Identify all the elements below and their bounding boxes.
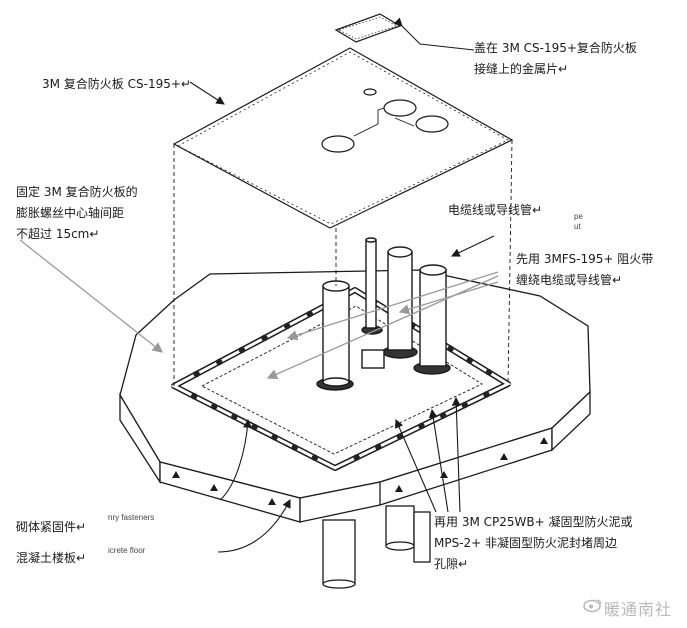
board-hole-4 bbox=[363, 88, 377, 96]
pipe-right bbox=[419, 269, 447, 367]
slab-right-face bbox=[551, 390, 591, 452]
pipes bbox=[316, 237, 451, 391]
label-cover-plate: 盖在 3M CS-195+复合防火板 接缝上的金属片↵ bbox=[474, 41, 637, 76]
bolt-dot bbox=[306, 310, 313, 318]
bolt-dot bbox=[483, 391, 490, 398]
bolt-dot bbox=[291, 444, 298, 451]
pipe-left bbox=[322, 285, 350, 383]
pipe-thin bbox=[365, 239, 377, 329]
lower-pipe-left bbox=[322, 519, 356, 585]
bolt-dot bbox=[271, 434, 278, 441]
bolt-dot bbox=[311, 454, 319, 461]
bolt-dot bbox=[466, 357, 473, 364]
weibo-logo-icon bbox=[583, 599, 602, 613]
board-hole-3 bbox=[415, 115, 449, 133]
lower-pipe-right bbox=[413, 511, 431, 563]
faint-label-side-b: ut bbox=[574, 222, 581, 231]
bolt-dot bbox=[193, 370, 200, 378]
label-sealant: 再用 3M CP25WB+ 凝固型防火泥或 MPS-2+ 非凝固型防火泥封堵周边… bbox=[434, 515, 633, 571]
pipe-mid bbox=[387, 251, 413, 351]
bolt-dot bbox=[485, 369, 493, 376]
lower-pipe-mid bbox=[385, 505, 415, 547]
label-cable: 电缆线或导线管↵ bbox=[448, 203, 543, 217]
label-concrete-floor: 混凝土楼板↵ bbox=[16, 551, 87, 565]
cable-bundle bbox=[361, 349, 385, 369]
gray-pointer-lines bbox=[19, 239, 499, 380]
faint-label-floor: icrete floor bbox=[108, 546, 146, 555]
bolt-dot bbox=[353, 454, 360, 461]
label-wrap-strip: 先用 3MFS-195+ 阻火带 缠绕电缆或导线管↵ bbox=[516, 252, 654, 287]
bolt-dot bbox=[418, 422, 425, 430]
lower-pipes bbox=[322, 505, 431, 589]
bolt-dot bbox=[238, 346, 246, 354]
bolt-dot bbox=[231, 413, 238, 420]
bolt-dot bbox=[461, 401, 468, 409]
faint-label-fasteners: nry fasteners bbox=[108, 513, 155, 522]
label-masonry-fastener: 砌体紧固件↵ bbox=[16, 520, 87, 534]
bolt-dot bbox=[447, 345, 454, 352]
label-fastener-spacing: 固定 3M 复合防火板的 膨胀螺丝中心轴间距 不超过 15cm↵ bbox=[16, 185, 138, 241]
label-board: 3M 复合防火板 CS-195+↵ bbox=[42, 77, 191, 91]
bolt-dot bbox=[251, 423, 258, 431]
leader-lines bbox=[189, 17, 495, 553]
bolt-dot bbox=[439, 412, 447, 419]
metal-cover-plate bbox=[334, 13, 402, 43]
faint-label-side-a: pe bbox=[574, 212, 583, 221]
board-hole-1 bbox=[321, 135, 355, 153]
bolt-dot bbox=[375, 443, 382, 451]
bolt-dot bbox=[211, 403, 218, 410]
bolt-dot bbox=[261, 334, 268, 342]
board-hole-2 bbox=[383, 99, 417, 117]
watermark-text: 暖通南社 bbox=[604, 600, 673, 619]
bolt-dot bbox=[190, 393, 198, 400]
bolt-dot bbox=[283, 322, 291, 330]
bolt-dot bbox=[216, 358, 223, 366]
explode-guides bbox=[173, 139, 513, 386]
exploded-board bbox=[172, 47, 514, 229]
bolt-dot bbox=[396, 433, 404, 440]
